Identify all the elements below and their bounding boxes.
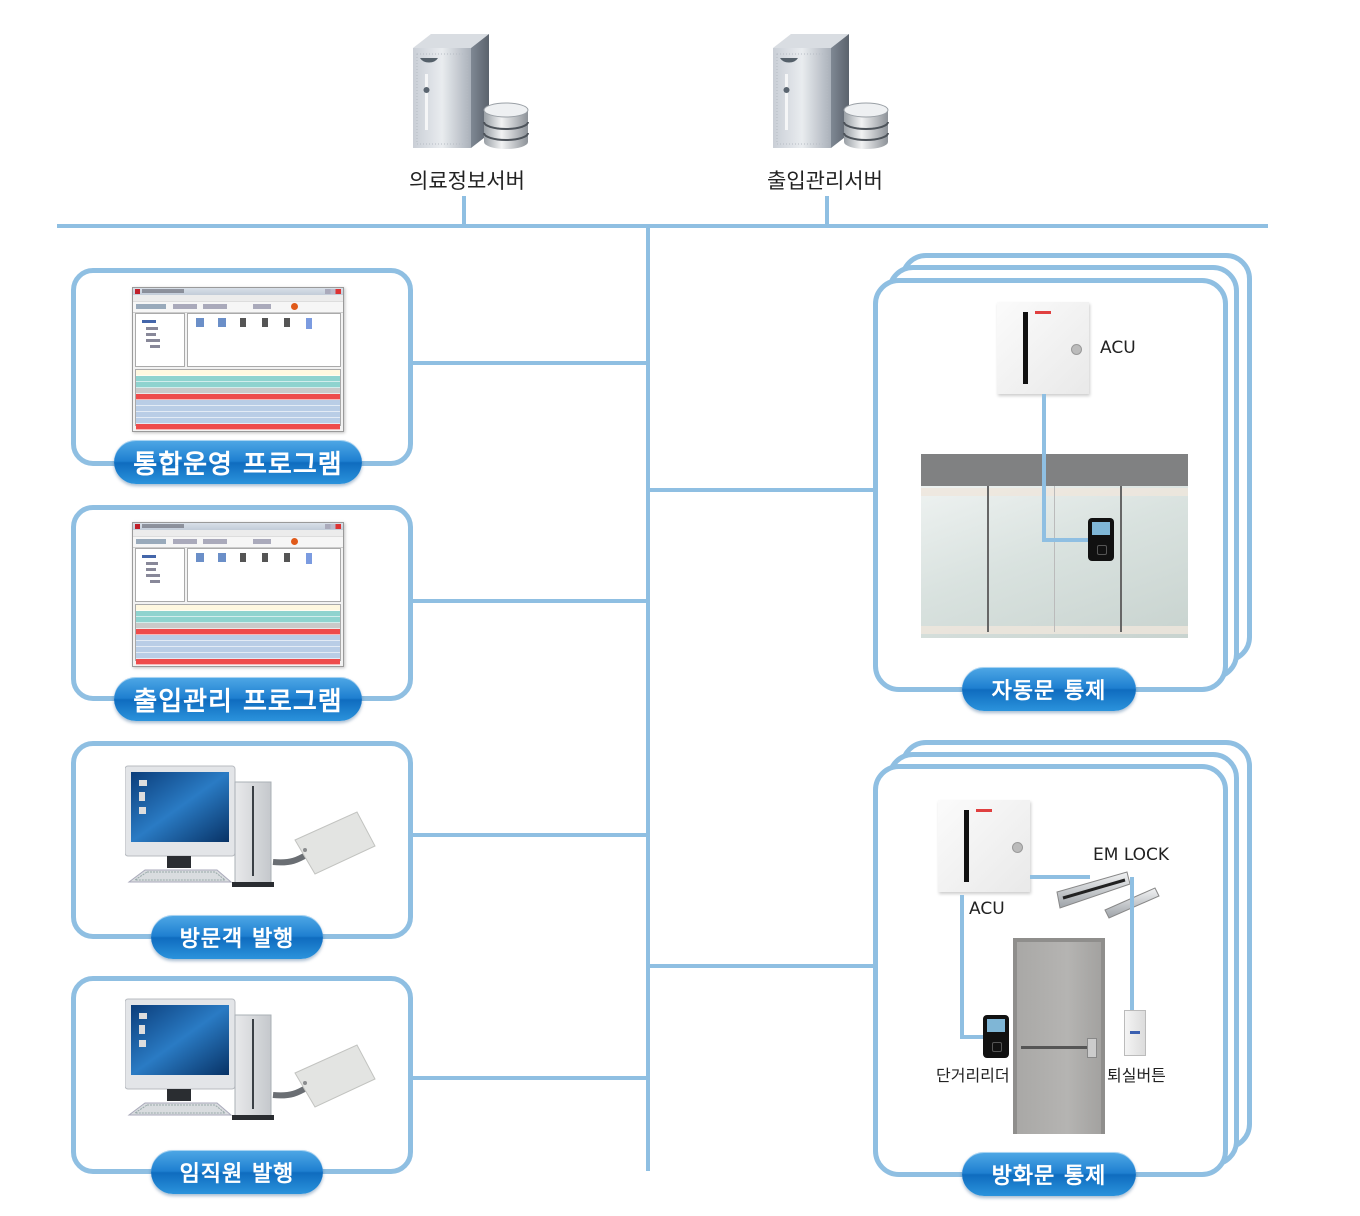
server-database-icon (773, 34, 889, 149)
acu-to-reader-line (1042, 394, 1046, 541)
acu-label: ACU (1100, 338, 1136, 358)
server-label: 의료정보서버 (409, 169, 525, 193)
acu-controller-icon (997, 302, 1089, 394)
visitor-issue-title: 방문객 발행 (151, 915, 323, 959)
em-lock-label: EM LOCK (1093, 845, 1170, 865)
acu-label: ACU (969, 899, 1005, 919)
pc-with-card-reader-icon (125, 765, 376, 887)
branch-line-left-2 (410, 599, 648, 603)
acu-to-reader-line (1042, 538, 1092, 542)
short-range-reader-label: 단거리리더 (936, 1066, 1010, 1085)
acu-to-emlock-line (1030, 875, 1090, 879)
short-range-reader-icon (983, 1015, 1009, 1058)
acu-controller-icon (938, 800, 1030, 892)
server-2-drop-line (825, 196, 829, 226)
pc-with-card-reader-icon (125, 998, 376, 1120)
branch-line-left-3 (410, 833, 648, 837)
medical-info-server (405, 30, 529, 150)
branch-line-right-1 (648, 488, 876, 492)
integrated-program-title: 통합운영 프로그램 (114, 440, 362, 484)
access-program-title: 출입관리 프로그램 (114, 677, 362, 721)
employee-issue-title: 임직원 발행 (151, 1150, 323, 1194)
server-database-icon (413, 34, 529, 149)
branch-line-right-2 (648, 964, 876, 968)
access-control-server (765, 30, 889, 150)
server-label: 출입관리서버 (767, 169, 883, 193)
main-bus-horizontal (57, 224, 1268, 228)
app-screenshot-thumbnail (132, 287, 344, 432)
fire-door-control-title: 방화문 통제 (962, 1152, 1136, 1196)
card-reader-icon (1088, 518, 1114, 561)
auto-door-control-title: 자동문 통제 (962, 667, 1136, 711)
acu-to-reader-line (960, 1035, 986, 1039)
fire-door-icon (1013, 938, 1105, 1134)
acu-to-reader-line (960, 895, 964, 1038)
server-1-drop-line (462, 196, 466, 226)
branch-line-left-4 (410, 1076, 648, 1080)
branch-line-left-1 (410, 361, 648, 365)
exit-button-label: 퇴실버튼 (1107, 1066, 1166, 1085)
main-bus-vertical (646, 226, 650, 1171)
emlock-to-exit-line (1130, 877, 1134, 1017)
app-screenshot-thumbnail (132, 522, 344, 667)
automatic-glass-door (921, 454, 1188, 638)
exit-button-icon (1124, 1010, 1146, 1056)
